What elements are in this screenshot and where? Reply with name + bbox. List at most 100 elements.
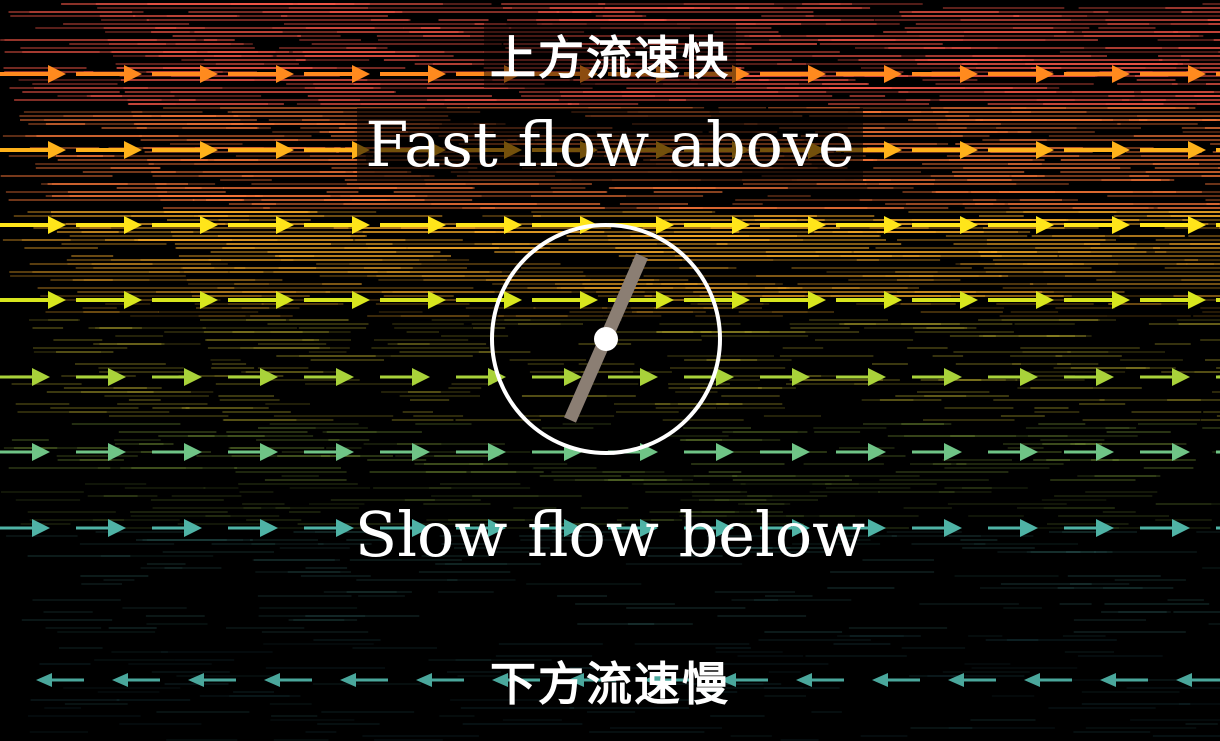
flow-arrow <box>228 65 294 83</box>
flow-arrow <box>684 519 734 537</box>
flow-arrow <box>912 291 978 309</box>
flow-arrow <box>608 65 674 83</box>
flow-arrow <box>532 443 582 461</box>
flow-arrow <box>684 65 750 83</box>
flow-arrow <box>304 216 370 234</box>
flow-arrow <box>912 368 962 386</box>
flow-arrow <box>304 65 370 83</box>
flow-arrow <box>0 519 50 537</box>
flow-arrow <box>152 216 218 234</box>
flow-arrow <box>492 673 540 687</box>
flow-arrow <box>36 673 84 687</box>
flow-arrow <box>380 368 430 386</box>
flow-arrow <box>1024 673 1072 687</box>
flow-arrow <box>644 673 692 687</box>
flow-arrow <box>152 291 218 309</box>
flow-arrow <box>988 216 1054 234</box>
flow-arrow <box>152 368 202 386</box>
flow-arrow <box>608 368 658 386</box>
flow-arrow <box>112 673 160 687</box>
flow-arrow <box>684 291 750 309</box>
flow-arrow <box>760 65 826 83</box>
flow-arrow <box>456 443 506 461</box>
caption-bottom-english: Slow flow below <box>0 498 1220 571</box>
flow-arrow <box>0 216 66 234</box>
flow-arrow <box>1216 223 1220 227</box>
flow-arrow <box>188 673 236 687</box>
flow-arrow <box>532 519 582 537</box>
flow-arrow <box>0 65 66 83</box>
caption-top-english: Fast flow above <box>0 108 1220 181</box>
flow-arrow <box>760 368 810 386</box>
flow-arrow <box>948 673 996 687</box>
flow-arrow <box>760 519 810 537</box>
flow-arrow <box>1140 65 1206 83</box>
caption-bottom-chinese-text: 下方流速慢 <box>490 657 730 711</box>
flow-arrow <box>380 216 446 234</box>
flow-arrow <box>456 216 522 234</box>
flow-arrow <box>760 443 810 461</box>
paddlewheel-ring <box>490 223 722 455</box>
flow-arrow <box>1216 375 1220 379</box>
flow-arrow <box>76 519 126 537</box>
flow-arrow <box>684 216 750 234</box>
flow-arrow <box>608 519 658 537</box>
flow-arrow <box>836 291 902 309</box>
flow-arrow <box>380 519 430 537</box>
flow-arrow <box>1140 443 1190 461</box>
flow-arrow <box>1064 291 1130 309</box>
caption-top-english-text: Fast flow above <box>357 108 863 181</box>
flow-arrow <box>76 443 126 461</box>
flow-arrow <box>568 673 616 687</box>
flow-arrow <box>76 65 142 83</box>
caption-bottom-chinese: 下方流速慢 <box>0 648 1220 714</box>
flow-arrow <box>872 673 920 687</box>
flow-arrow <box>304 291 370 309</box>
flow-arrow <box>988 368 1038 386</box>
flow-arrow <box>76 216 142 234</box>
flow-arrow <box>912 216 978 234</box>
flow-arrow <box>836 519 886 537</box>
flow-arrow <box>228 519 278 537</box>
flow-arrow <box>912 65 978 83</box>
flow-arrow <box>988 65 1054 83</box>
flow-arrow <box>1140 216 1206 234</box>
flow-arrow <box>0 141 66 159</box>
flow-arrow <box>1064 443 1114 461</box>
flow-arrow <box>1140 519 1190 537</box>
flow-arrow <box>304 519 354 537</box>
caption-top-chinese: 上方流速快 <box>0 22 1220 88</box>
flow-arrow <box>1064 65 1130 83</box>
flow-arrow <box>380 291 446 309</box>
flow-arrow <box>228 141 294 159</box>
flow-arrow <box>1064 141 1130 159</box>
flow-arrow <box>152 443 202 461</box>
flow-arrow <box>836 443 886 461</box>
flow-arrow <box>0 443 50 461</box>
paddlewheel-hub <box>594 327 618 351</box>
flow-arrow <box>760 216 826 234</box>
flow-arrow <box>0 291 66 309</box>
caption-top-chinese-text: 上方流速快 <box>484 22 736 88</box>
flow-arrow <box>380 443 430 461</box>
flow-arrow <box>340 673 388 687</box>
flow-arrow <box>0 368 50 386</box>
flow-arrow <box>304 368 354 386</box>
flow-arrow <box>532 65 598 83</box>
flow-arrow <box>836 216 902 234</box>
flow-arrow <box>1216 298 1220 302</box>
flow-arrow <box>152 141 218 159</box>
flow-arrow <box>1216 450 1220 454</box>
flow-arrow <box>76 141 142 159</box>
flow-arrow <box>988 443 1038 461</box>
flow-arrow <box>1176 673 1220 687</box>
flow-arrow <box>304 443 354 461</box>
flow-arrow <box>1064 216 1130 234</box>
flow-arrow <box>720 673 768 687</box>
flow-arrow <box>684 443 734 461</box>
flow-arrow <box>532 368 582 386</box>
flow-arrow <box>988 519 1038 537</box>
flow-arrow <box>228 443 278 461</box>
flow-arrow <box>912 141 978 159</box>
flow-arrow <box>836 65 902 83</box>
